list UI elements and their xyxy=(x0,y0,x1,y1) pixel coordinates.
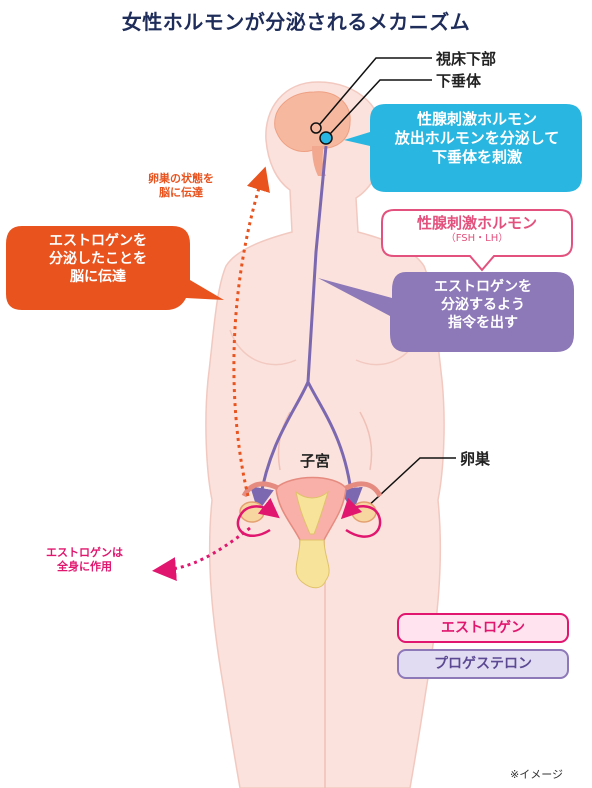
instruct-bubble xyxy=(318,272,574,352)
right-ovary xyxy=(351,501,377,523)
estrogen-body-note: エストロゲンは 全身に作用 xyxy=(46,546,123,575)
uterus xyxy=(241,476,383,589)
ovary-state-line-1: 卵巣の状態を xyxy=(148,172,214,185)
estrogen-body-line-1: エストロゲンは xyxy=(46,546,123,559)
gnrh-bubble xyxy=(344,104,582,192)
estrogen-body-line-2: 全身に作用 xyxy=(57,560,112,574)
instruct-line-1: エストロゲンを xyxy=(434,279,532,295)
estrogen-whole-body-arrow xyxy=(152,526,251,582)
instruct-line-3: 指令を出す xyxy=(448,315,518,332)
ovary-leader xyxy=(365,457,456,509)
hypothalamus-marker xyxy=(310,122,322,134)
legend-estrogen-box xyxy=(397,613,569,643)
ovary-state-note: 卵巣の状態を 脳に伝達 xyxy=(148,172,214,201)
estrogen-to-brain-text: エストロゲンを 分泌したことを 脳に伝達 xyxy=(8,232,188,287)
legend-progesterone: プロゲステロン xyxy=(434,656,532,672)
hypothalamus-leader xyxy=(319,57,432,125)
gonadotropin-title: 性腺刺激ホルモン xyxy=(416,214,537,232)
gnrh-line-2: 放出ホルモンを分泌して xyxy=(394,128,560,147)
uterus-label: 子宮 xyxy=(300,452,331,470)
left-ovary-secretion-arrow xyxy=(236,497,280,537)
hypothalamus-label: 視床下部 xyxy=(436,50,497,68)
gonadotropin-sub: （FSH・LH） xyxy=(445,232,509,244)
ovary-state-line-2: 脳に伝達 xyxy=(159,186,203,200)
ovary-label: 卵巣 xyxy=(460,450,491,468)
instruct-line-2: 分泌するよう xyxy=(441,297,525,314)
gnrh-line-3: 下垂体を刺激 xyxy=(431,147,522,166)
etb-line-1: エストロゲンを xyxy=(49,233,147,249)
right-ovary-secretion-arrow xyxy=(340,497,382,538)
footnote: ※イメージ xyxy=(510,768,563,781)
etb-line-3: 脳に伝達 xyxy=(70,269,126,286)
instruct-bubble-text: エストロゲンを 分泌するよう 指令を出す xyxy=(392,278,574,333)
pituitary-leader xyxy=(329,79,432,135)
legend-progesterone-box xyxy=(397,649,569,679)
pituitary-label: 下垂体 xyxy=(436,72,482,90)
etb-line-2: 分泌したことを xyxy=(49,251,147,268)
page-title: 女性ホルモンが分泌されるメカニズム xyxy=(121,10,471,34)
ovary-to-brain-feedback-arrow xyxy=(232,166,270,497)
gonadotropin-bubble xyxy=(381,209,573,272)
legend-estrogen: エストロゲン xyxy=(441,620,525,636)
pituitary-marker xyxy=(319,131,333,145)
gonadotropin-path-right xyxy=(306,381,363,512)
estrogen-to-brain-bubble xyxy=(6,226,224,310)
gnrh-line-1: 性腺刺激ホルモン xyxy=(416,110,537,128)
gonadotropin-bubble-text: 性腺刺激ホルモン （FSH・LH） xyxy=(382,214,572,245)
gnrh-bubble-text: 性腺刺激ホルモン 放出ホルモンを分泌して 下垂体を刺激 xyxy=(372,110,582,166)
